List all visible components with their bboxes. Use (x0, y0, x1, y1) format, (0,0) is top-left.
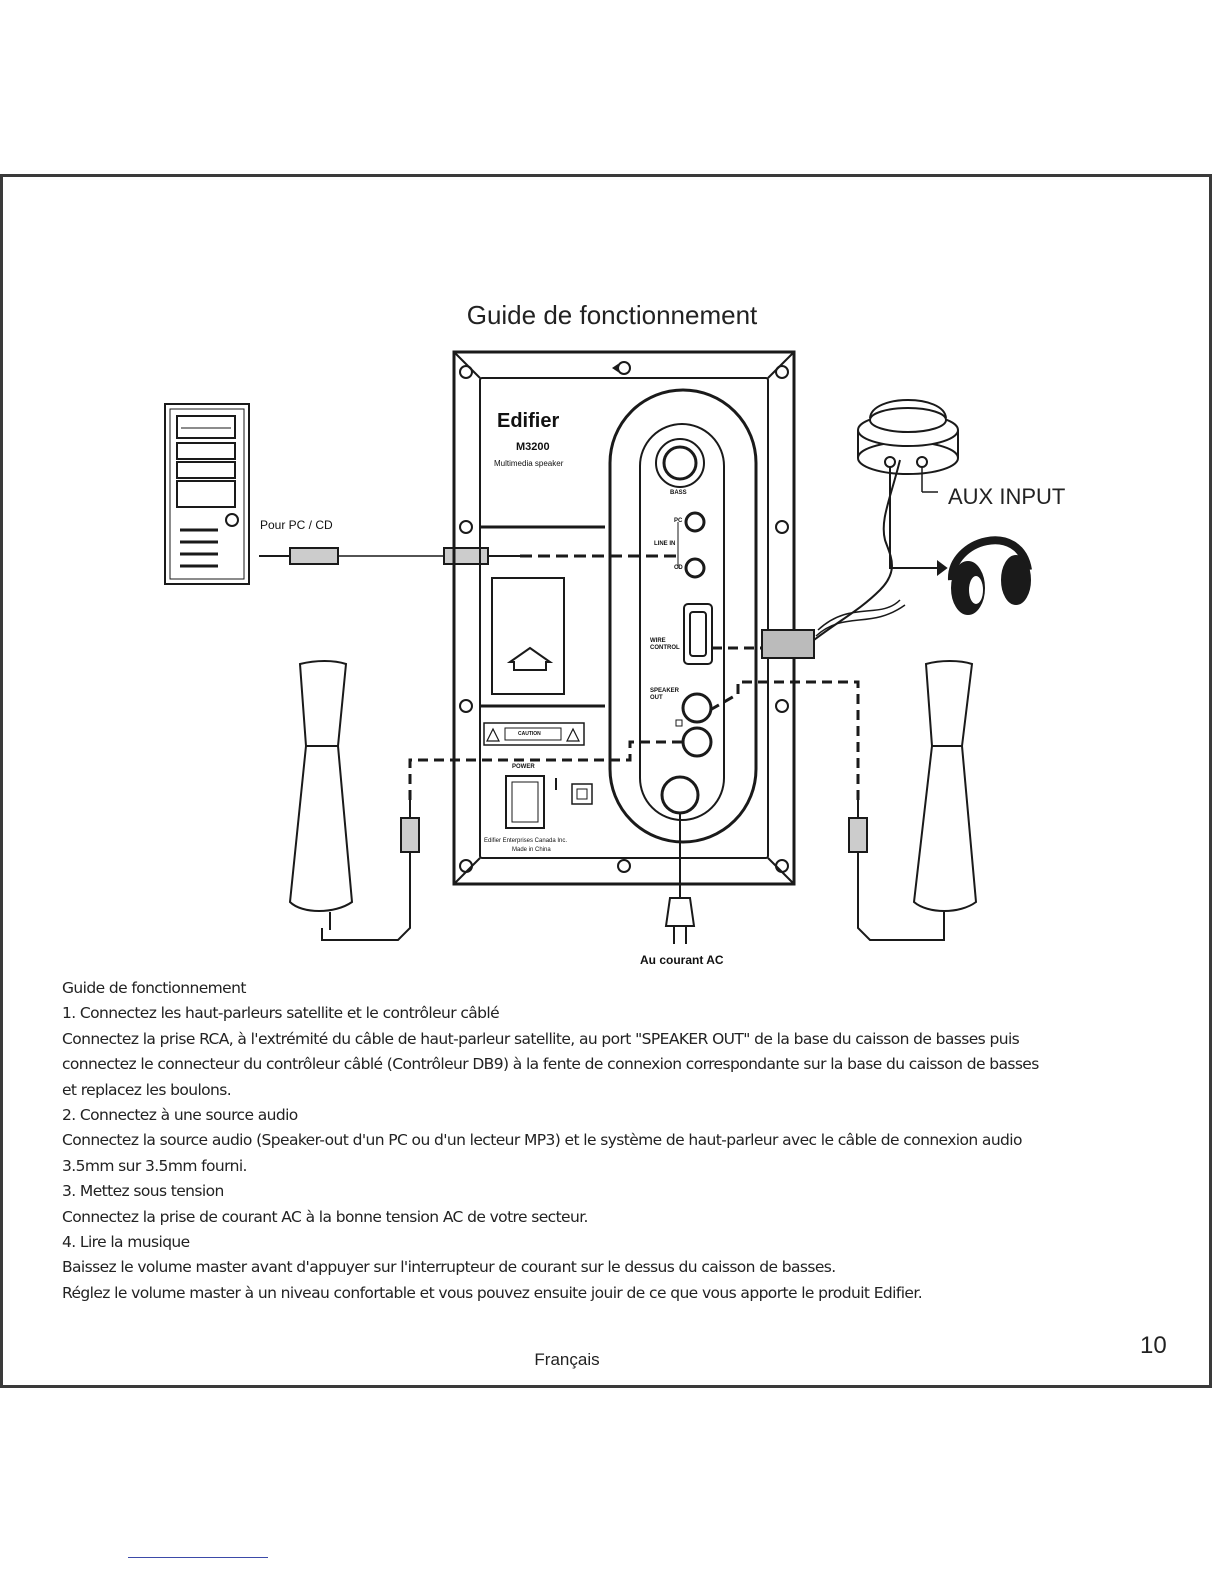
instructions-text: Guide de fonctionnement 1. Connectez les… (62, 976, 1172, 1306)
diagram-title: Guide de fonctionnement (466, 300, 758, 330)
instruction-line: Réglez le volume master à un niveau conf… (62, 1283, 923, 1302)
made-in-label: Made in China (512, 847, 551, 853)
line-in-label: LINE IN (654, 541, 676, 547)
instruction-line: Connectez la prise de courant AC à la bo… (62, 1207, 588, 1226)
pc-cd-label: Pour PC / CD (260, 518, 333, 532)
volume-controller-icon (857, 399, 959, 576)
footer-language: Français (534, 1350, 600, 1369)
instruction-line: connectez le connecteur du contrôleur câ… (62, 1055, 1039, 1074)
page-number: 10 (1140, 1332, 1167, 1359)
instruction-line: 3. Mettez sous tension (62, 1182, 224, 1201)
wire-controller-cable-icon (712, 459, 906, 659)
aux-input-label: AUX INPUT (948, 484, 1066, 509)
product-subtitle-label: Multimedia speaker (494, 459, 564, 468)
wire-control-label: WIRE CONTROL (650, 638, 680, 651)
right-satellite-speaker-icon (709, 660, 978, 941)
instruction-line: 3.5mm sur 3.5mm fourni. (62, 1156, 247, 1175)
cd-jack-label: CD (674, 565, 683, 571)
instructions-heading: Guide de fonctionnement (62, 979, 246, 997)
link-underline (128, 1557, 268, 1558)
pc-jack-label: PC (674, 518, 683, 524)
instruction-line: Connectez la prise RCA, à l'extrémité du… (62, 1029, 1020, 1048)
headphones-icon (947, 536, 1032, 615)
bass-label: BASS (670, 490, 687, 496)
instruction-line: Connectez la source audio (Speaker-out d… (62, 1131, 1022, 1150)
maker-label: Edifier Enterprises Canada Inc. (484, 838, 568, 844)
ac-plug-icon (664, 813, 696, 944)
brand-label: Edifier (497, 410, 560, 432)
caution-label: CAUTION (518, 731, 541, 737)
page-frame (0, 174, 1212, 1388)
model-label: M3200 (516, 441, 550, 453)
speaker-out-label: SPEAKER OUT (650, 688, 680, 701)
instruction-line: et replacez les boulons. (62, 1080, 232, 1099)
power-label: POWER (512, 764, 535, 770)
instruction-line: 2. Connectez à une source audio (62, 1106, 298, 1125)
instruction-line: 1. Connectez les haut-parleurs satellite… (62, 1004, 500, 1023)
left-satellite-speaker-icon (288, 660, 684, 941)
pc-tower-icon (164, 403, 250, 585)
audio-cable-icon (259, 547, 680, 565)
instruction-line: Baissez le volume master avant d'appuyer… (62, 1258, 836, 1277)
ac-power-label: Au courant AC (640, 953, 724, 967)
instruction-line: 4. Lire la musique (62, 1233, 190, 1252)
